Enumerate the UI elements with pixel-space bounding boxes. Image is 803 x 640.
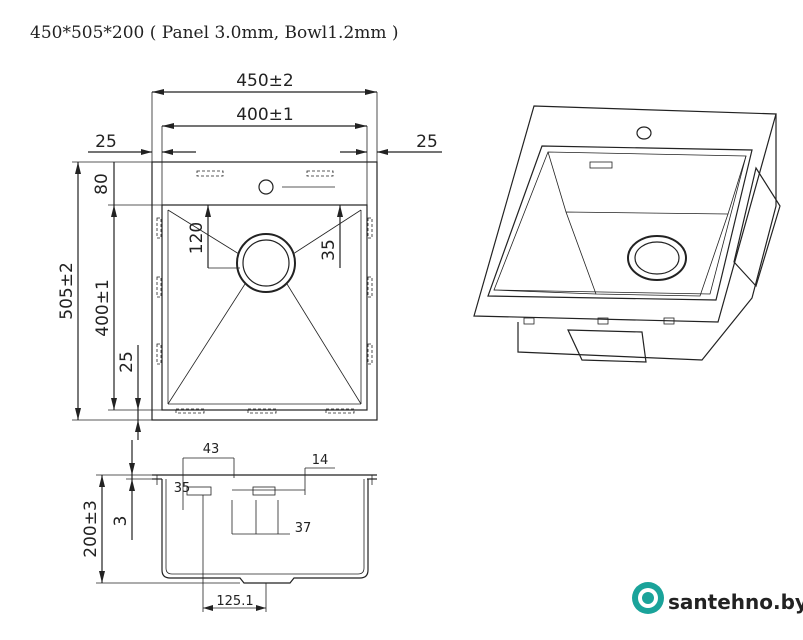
overflow-slot xyxy=(306,170,334,177)
iso-bowl-floor xyxy=(565,211,729,297)
spec-title: 450*505*200 ( Panel 3.0mm, Bowl1.2mm ) xyxy=(30,23,399,43)
dim-top-offset: 80 xyxy=(92,173,112,195)
dim-right-offset: 25 xyxy=(416,132,438,152)
iso-drain xyxy=(627,235,687,281)
top-view: 450±2 400±1 25 25 505±2 400±1 xyxy=(57,71,442,440)
slope-line xyxy=(167,283,246,405)
iso-overflow xyxy=(589,161,613,169)
overflow-slot xyxy=(196,170,224,177)
drain-side xyxy=(252,486,276,496)
bowl-outline xyxy=(161,204,368,411)
iso-view xyxy=(473,105,781,363)
dim-overall-width: 450±2 xyxy=(236,71,294,91)
dim-37: 37 xyxy=(295,521,312,536)
drain-inner xyxy=(242,239,290,287)
brand-logo: santehno.by xyxy=(632,582,803,614)
iso-faucet-hole xyxy=(636,126,652,140)
drain-outer xyxy=(236,233,296,293)
dim-35-side: 35 xyxy=(174,481,191,496)
iso-panel xyxy=(473,105,777,323)
dim-bottom-offset: 25 xyxy=(117,351,137,373)
dim-overall-height: 505±2 xyxy=(57,262,77,320)
dim-43: 43 xyxy=(203,442,220,457)
dim-14: 14 xyxy=(312,453,329,468)
side-view: 43 14 35 37 125.1 200±3 3 xyxy=(81,440,377,612)
dim-125: 125.1 xyxy=(216,594,253,609)
logo-text: santehno.by xyxy=(668,590,803,614)
slope-line xyxy=(286,283,362,405)
overflow-slot-side xyxy=(186,486,212,496)
dim-height-side: 200±3 xyxy=(81,500,101,558)
slope-line xyxy=(167,209,240,255)
faucet-hole xyxy=(258,179,274,195)
dim-drain-x: 35 xyxy=(319,239,339,261)
dim-left-offset: 25 xyxy=(95,132,117,152)
iso-body xyxy=(517,114,777,361)
dim-inner-height: 400±1 xyxy=(93,279,113,337)
slope-line xyxy=(292,209,362,255)
dim-drain-y: 120 xyxy=(187,222,207,254)
panel-outline xyxy=(151,161,378,421)
bowl-profile xyxy=(161,479,369,584)
iso-bowl-rim xyxy=(487,145,753,301)
dim-rim: 3 xyxy=(111,516,131,527)
mounting-clips xyxy=(156,217,373,414)
dim-inner-width: 400±1 xyxy=(236,105,294,125)
